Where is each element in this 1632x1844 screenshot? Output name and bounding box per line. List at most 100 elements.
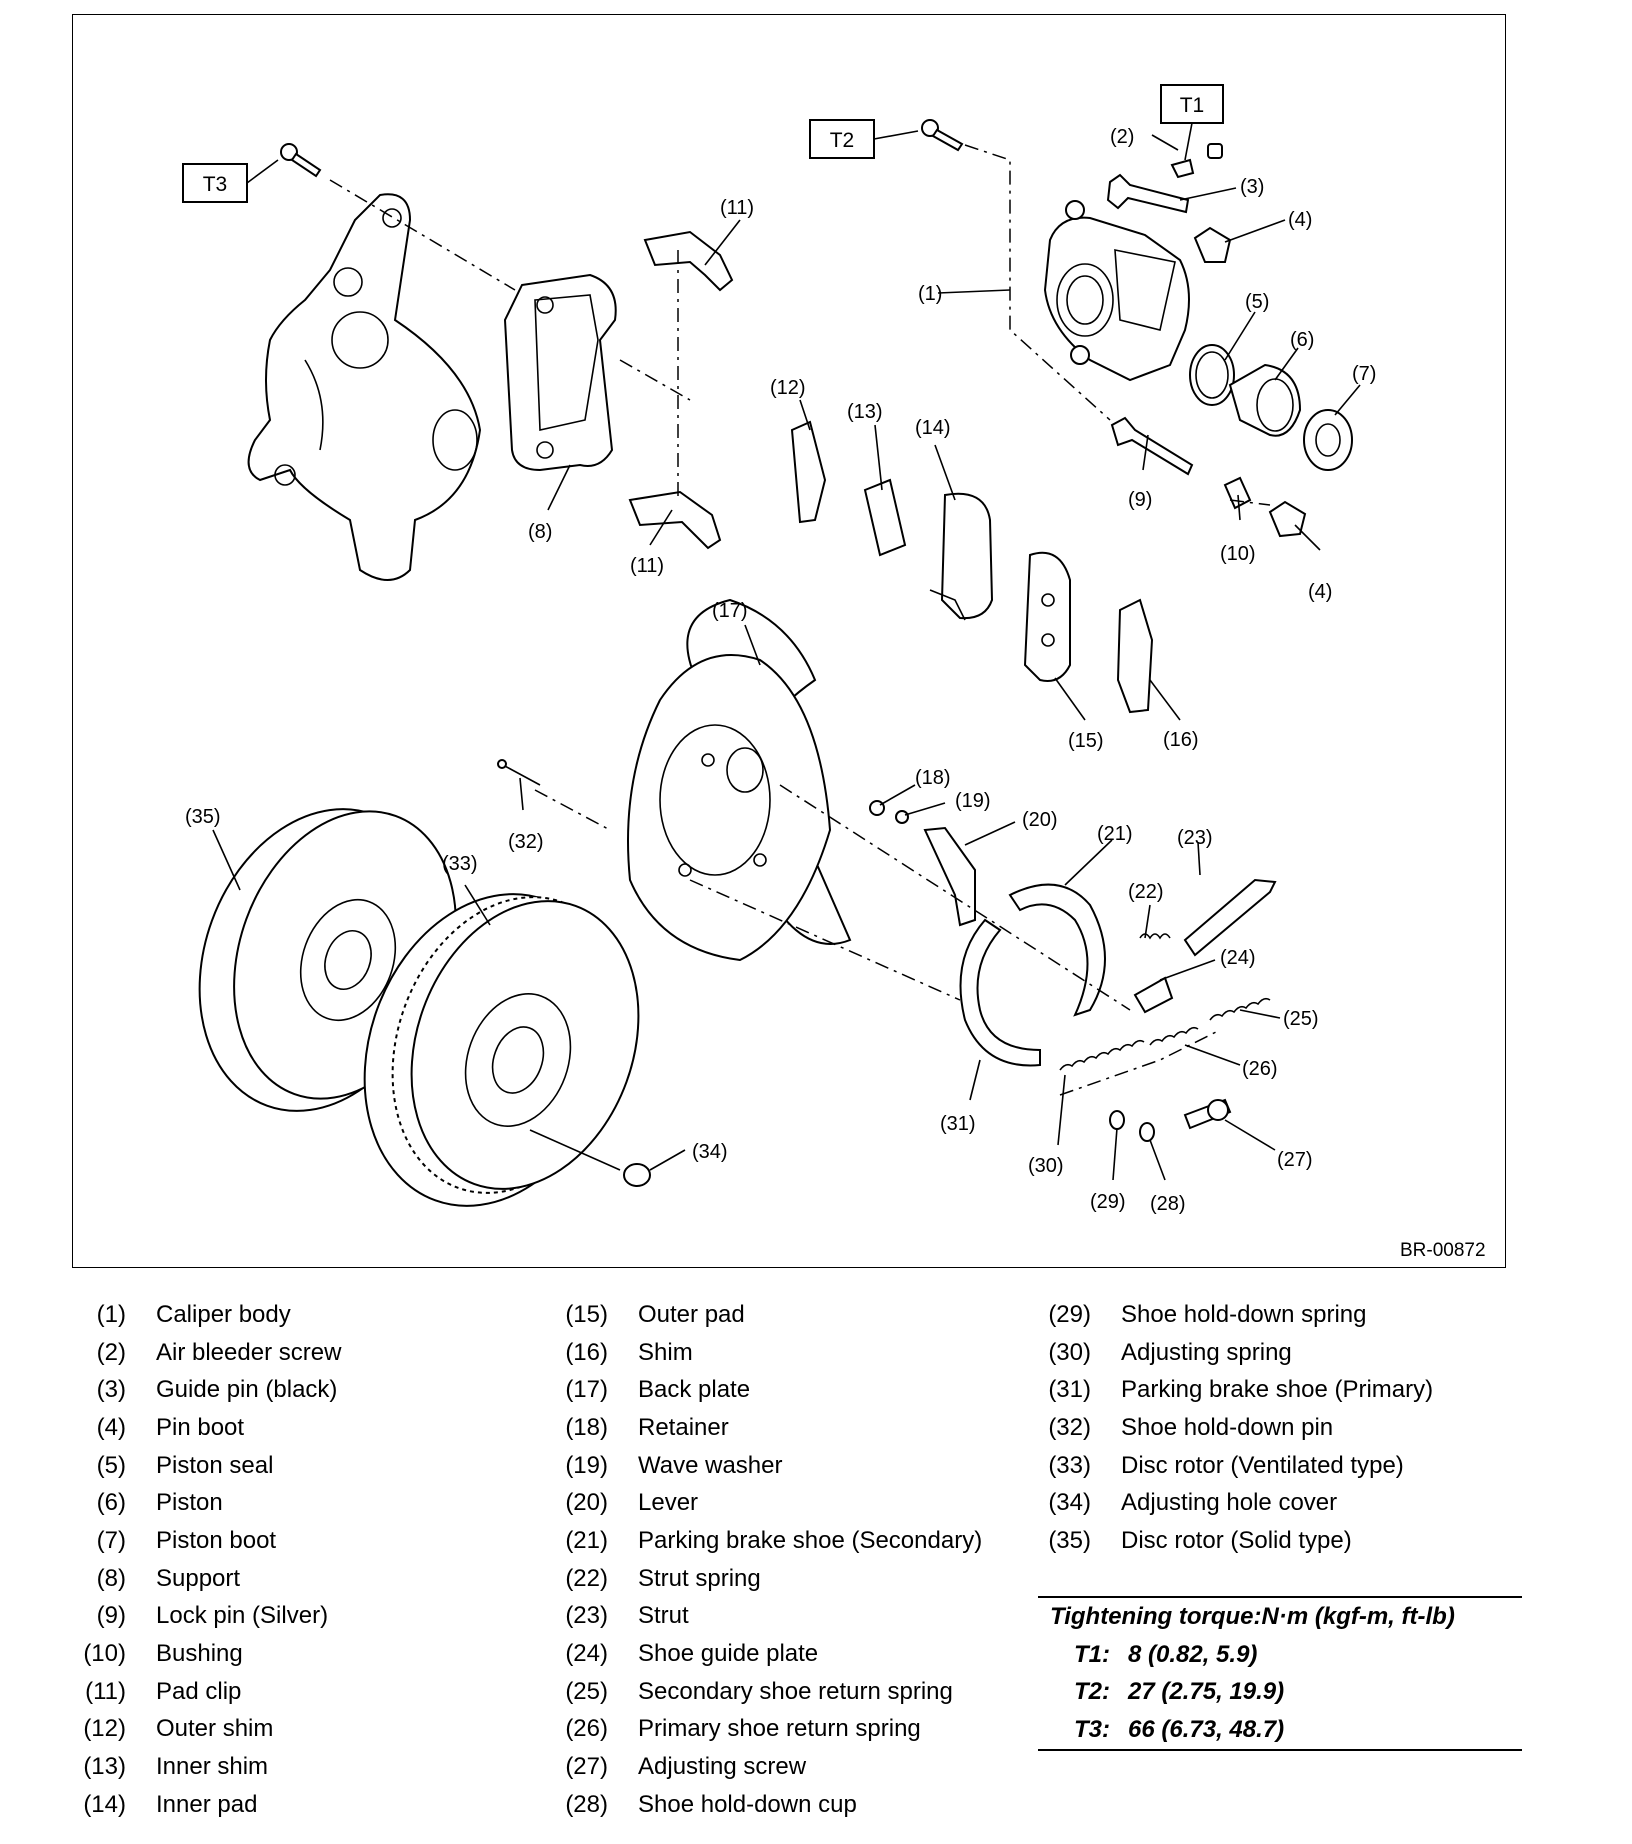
callout-23: (23) [1177,827,1213,849]
legend-item-number: (10) [83,1640,126,1668]
wave-washer [895,810,909,824]
pin-boot-lower [1268,500,1307,538]
callout-29: (29) [1090,1191,1126,1213]
legend-item-name: Shoe guide plate [638,1640,819,1668]
legend-item-number: (14) [83,1790,126,1818]
legend-item: (16) Shim [542,1334,982,1372]
figure-code: BR-00872 [1400,1240,1486,1261]
legend-item: (10) Bushing [60,1635,341,1673]
legend-item-name: Adjusting screw [638,1753,807,1781]
callout-18: (18) [915,767,951,789]
bushing [1223,476,1252,510]
legend-item-number: (12) [83,1715,126,1743]
legend-item-number: (16) [565,1338,608,1366]
legend-item-name: Outer shim [156,1715,274,1743]
legend-item: (12) Outer shim [60,1711,341,1749]
strut [1183,878,1277,957]
guide-pin [1106,173,1190,214]
callout-26: (26) [1242,1058,1278,1080]
outer-shim [790,420,827,524]
legend-item-number: (21) [565,1526,608,1554]
legend-item: (4)Pin boot [60,1409,341,1447]
legend-item-name: Air bleeder screw [156,1338,342,1366]
lever [923,826,976,927]
callout-27: (27) [1277,1149,1313,1171]
adjusting-spring [1059,1039,1145,1071]
legend-item-name: Shim [638,1338,693,1366]
legend-item: (29)Shoe hold-down spring [1025,1296,1433,1334]
legend-item: (19)Wave washer [542,1447,982,1485]
legend-item-number: (31) [1048,1376,1091,1404]
callout-4-upper: (4) [1288,209,1312,231]
torque-value: 8 (0.82, 5.9) [1128,1640,1258,1668]
legend-item-name: Bushing [156,1640,243,1668]
lock-pin [1110,416,1194,476]
torque-row: T3:66 (6.73, 48.7) [1038,1711,1522,1749]
leader-lines [212,134,1361,1181]
legend-item: (34)Adjusting hole cover [1025,1484,1433,1522]
legend-item-name: Strut [638,1602,689,1630]
torque-value: 66 (6.73, 48.7) [1128,1715,1285,1743]
tightening-torque-table: Tightening torque:N·m (kgf-m, ft-lb) T1:… [1038,1596,1522,1751]
legend-item: (15)Outer pad [542,1296,982,1334]
legend-item: (18) Retainer [542,1409,982,1447]
legend-item-number: (25) [565,1677,608,1705]
legend-item-number: (7) [96,1526,126,1554]
legend-item: (25)Secondary shoe return spring [542,1673,982,1711]
callout-1: (1) [918,283,942,305]
legend-item-number: (20) [565,1489,608,1517]
shoe-hold-down-spring [1109,1110,1125,1130]
callout-20: (20) [1022,809,1058,831]
callout-35: (35) [185,806,221,828]
legend-item-name: Strut spring [638,1564,761,1592]
callout-25: (25) [1283,1008,1319,1030]
legend-item-name: Piston boot [156,1526,277,1554]
adjusting-screw [1183,1098,1232,1130]
legend-item-number: (35) [1048,1526,1091,1554]
legend-item: (28)Shoe hold-down cup [542,1786,982,1824]
legend-item-number: (26) [565,1715,608,1743]
legend-item-number: (2) [96,1338,126,1366]
legend-item: (21) Parking brake shoe (Secondary) [542,1522,982,1560]
legend-item-number: (32) [1048,1413,1091,1441]
legend-item-number: (11) [85,1677,126,1705]
callout-17: (17) [712,600,748,622]
legend-item-name: Piston [156,1489,223,1517]
legend-item: (14)Inner pad [60,1786,341,1824]
legend-item: (22)Strut spring [542,1560,982,1598]
legend-item-number: (28) [565,1790,608,1818]
piston-seal [1189,344,1235,406]
pad-clip-upper [643,230,734,292]
legend-item: (1)Caliper body [60,1296,341,1334]
legend-item-name: Retainer [638,1413,729,1441]
outer-pad [1023,551,1071,682]
legend-column-3: (29)Shoe hold-down spring(30)Adjusting s… [1025,1296,1433,1560]
callout-6: (6) [1290,329,1314,351]
legend-item-name: Parking brake shoe (Secondary) [638,1526,983,1554]
legend-item-name: Lock pin (Silver) [156,1602,329,1630]
legend-item: (7) Piston boot [60,1522,341,1560]
inner-pad [929,492,994,621]
parking-brake-shoe-secondary [1008,883,1106,1017]
torque-box-t1: T1 [1160,84,1224,124]
legend-item: (9)Lock pin (Silver) [60,1598,341,1636]
pad-clip-lower [628,490,722,550]
steering-knuckle [247,193,482,581]
legend-item: (24)Shoe guide plate [542,1635,982,1673]
shoe-guide-plate [1133,976,1174,1014]
legend-item-number: (18) [565,1413,608,1441]
torque-key: T2: [1074,1678,1110,1706]
callout-4-lower: (4) [1308,581,1332,603]
legend-item-name: Parking brake shoe (Primary) [1121,1376,1434,1404]
legend-item-name: Disc rotor (Ventilated type) [1121,1451,1404,1479]
shoe-hold-down-pin [497,759,541,786]
callout-32: (32) [508,831,544,853]
callout-10: (10) [1220,543,1256,565]
callout-14: (14) [915,417,951,439]
torque-key: T1: [1074,1640,1110,1668]
legend-item: (31) Parking brake shoe (Primary) [1025,1371,1433,1409]
disc-rotor-ventilated [363,893,640,1207]
torque-box-t1-label: T1 [1180,94,1205,117]
primary-shoe-return-spring [1149,1026,1199,1046]
